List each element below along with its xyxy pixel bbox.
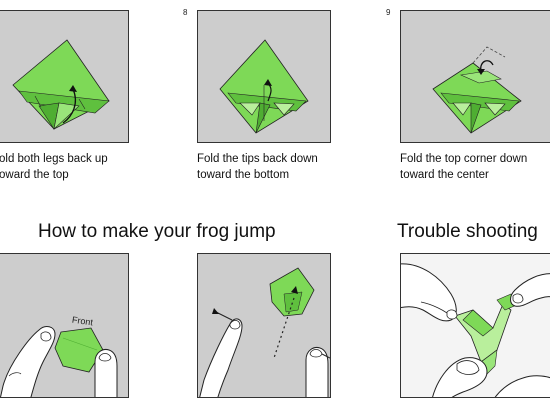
step-8-diagram (219, 39, 309, 134)
step-7-caption-line2: oward the top (0, 169, 69, 181)
pinch-legs-diagram (401, 254, 550, 397)
step-8-caption-line2: toward the bottom (197, 169, 290, 181)
press-frog-diagram (0, 326, 118, 397)
jump-step-1-illustration (0, 253, 129, 398)
troubleshooting-heading: Trouble shooting (397, 221, 538, 242)
step-8-number: 8 (183, 8, 188, 17)
step-9-diagram (432, 46, 522, 134)
step-7-diagram (12, 39, 110, 130)
troubleshooting-illustration (400, 253, 550, 398)
jump-heading: How to make your frog jump (38, 221, 276, 242)
step-9-caption-line2: toward the center (400, 169, 489, 181)
step-9-caption-line1: Fold the top corner down (400, 153, 528, 165)
frog-jump-diagram (199, 267, 330, 397)
step-8-caption-line1: Fold the tips back down (197, 153, 318, 165)
jump-step-2-illustration (197, 253, 331, 398)
step-7-caption-line1: old both legs back up (0, 153, 108, 165)
step-9-illustration (400, 10, 550, 143)
step-8-illustration (197, 10, 331, 143)
step-7-illustration (0, 10, 129, 143)
step-9-number: 9 (386, 8, 391, 17)
